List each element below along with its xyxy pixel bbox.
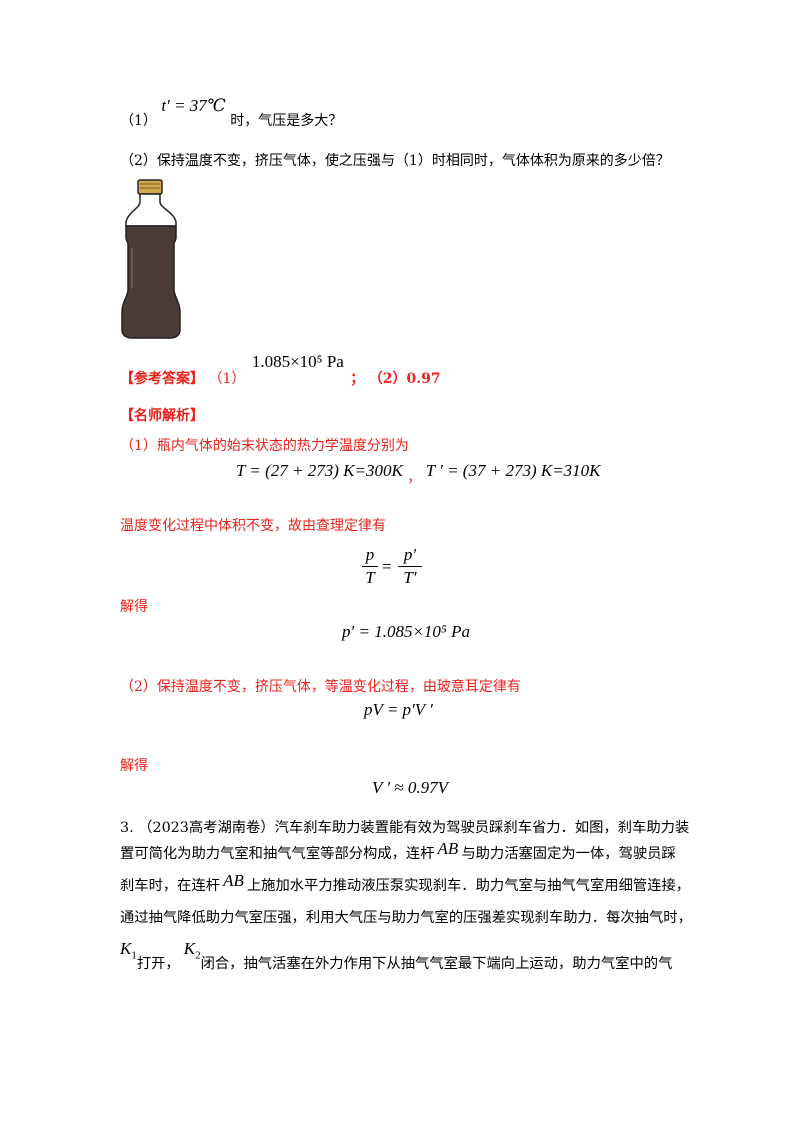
solve-label-2: 解得: [120, 758, 148, 774]
valve-k2: K2: [183, 939, 201, 962]
answer-part1-value: 1.085×10⁵ Pa: [251, 352, 344, 371]
fraction-left-numerator: p: [365, 545, 375, 564]
fraction-right-denominator: T′: [403, 568, 417, 587]
equation-charles-law: p T = p′ T′: [362, 545, 452, 595]
question-1-formula: t′ = 37℃: [161, 96, 226, 115]
bottle-illustration: [120, 178, 182, 340]
answer-separator: ；: [350, 371, 365, 387]
equation-v-result: V ′ ≈ 0.97V: [372, 778, 449, 797]
problem-3-line-5a: 打开，: [136, 956, 180, 972]
question-2: （2）保持温度不变，挤压气体，使之压强与（1）时相同时，气体体积为原来的多少倍？: [120, 153, 670, 169]
problem-3-line-2a: 置可简化为助力气室和抽气气室等部分构成，连杆: [120, 846, 435, 862]
answer-part2: （2）0.97: [368, 371, 441, 387]
analysis-line-1: （1）瓶内气体的始末状态的热力学温度分别为: [120, 438, 409, 454]
equation-boyle-law: pV = p′V ′: [364, 700, 433, 719]
problem-3-line-4: 通过抽气降低助力气室压强，利用大气压与助力气室的压强差实现刹车助力．每次抽气时，: [120, 910, 692, 926]
problem-3-line-2b: 与助力活塞固定为一体，驾驶员踩: [461, 846, 676, 862]
answer-line: 【参考答案】 （1） 1.085×10⁵ Pa ； （2）0.97: [120, 352, 441, 387]
answer-part1-label: （1）: [208, 371, 246, 387]
valve-k1: K1: [120, 939, 137, 962]
question-1: （1） t′ = 37℃ 时，气压是多大？: [120, 96, 343, 129]
problem-3-line-1: 3. （2023高考湖南卷）汽车刹车助力装置能有效为驾驶员踩刹车省力．如图，刹车…: [120, 820, 690, 836]
equation-p-result: p′ = 1.085×10⁵ Pa: [342, 622, 470, 641]
fraction-right-numerator: p′: [403, 545, 417, 564]
rod-label-ab-1: AB: [437, 839, 459, 858]
analysis-line-2: 温度变化过程中体积不变，故由查理定律有: [120, 518, 386, 534]
fraction-equals: =: [382, 557, 392, 576]
bottle-icon: [121, 179, 181, 339]
equation-temperatures: T = (27 + 273) K=300K ， T ′ = (37 + 273)…: [236, 461, 601, 486]
equation-separator: ，: [407, 470, 422, 486]
question-1-text: 时，气压是多大？: [230, 113, 343, 129]
problem-3-line-3a: 刹车时，在连杆: [120, 878, 221, 894]
analysis-line-3: （2）保持温度不变，挤压气体，等温变化过程，由玻意耳定律有: [120, 679, 521, 695]
equation-t-initial: T = (27 + 273) K=300K: [236, 461, 403, 480]
problem-3-line-3b: 上施加水平力推动液压泵实现刹车．助力气室与抽气气室用细管连接，: [246, 878, 691, 894]
analysis-tag: 【名师解析】: [120, 408, 204, 424]
solve-label-1: 解得: [120, 599, 148, 615]
problem-3-line-5b: 闭合，抽气活塞在外力作用下从抽气气室最下端向上运动，助力气室中的气: [200, 956, 673, 972]
equation-t-final: T ′ = (37 + 273) K=310K: [425, 461, 601, 480]
rod-label-ab-2: AB: [223, 871, 244, 890]
problem-3-line-5: K1打开，K2闭合，抽气活塞在外力作用下从抽气气室最下端向上运动，助力气室中的气: [120, 939, 673, 980]
question-1-label: （1）: [120, 113, 157, 129]
fraction-left-denominator: T: [365, 568, 375, 587]
answer-tag: 【参考答案】: [120, 371, 204, 387]
